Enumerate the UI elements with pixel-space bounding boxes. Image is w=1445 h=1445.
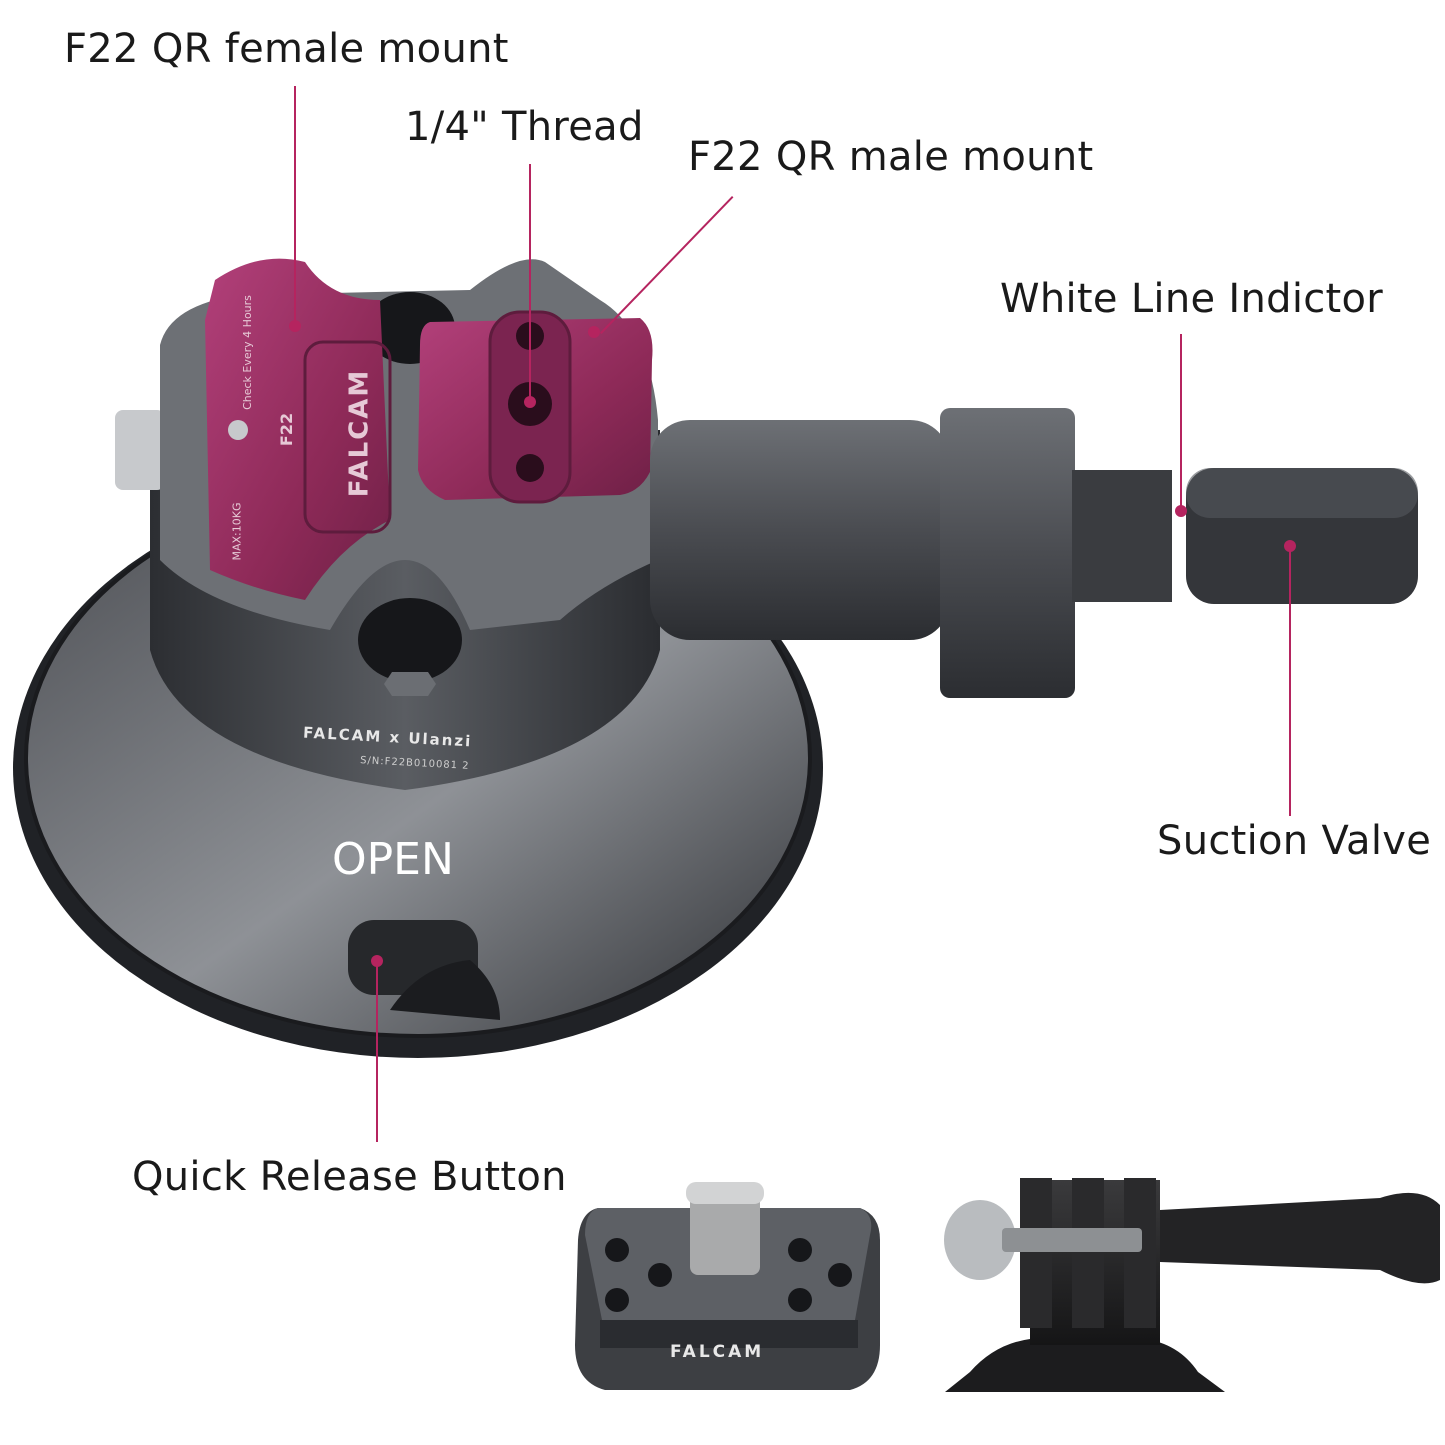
thread-label: 1/4" Thread (405, 104, 644, 150)
qr-plate-accessory (575, 1182, 880, 1390)
white-line-label: White Line Indictor (1000, 276, 1384, 322)
quick-release-label: Quick Release Button (132, 1154, 567, 1200)
hex-screw-icon (384, 672, 436, 696)
thread-dot (524, 396, 536, 408)
white-line-dot (1175, 505, 1187, 517)
lower-hole-icon (516, 454, 544, 482)
suction-valve-arm (650, 408, 1418, 698)
model-text: F22 (277, 412, 297, 447)
suction-valve-dot (1284, 540, 1296, 552)
quick-release-button (348, 920, 500, 1020)
female-mount-dot (289, 320, 301, 332)
thread-leader (529, 164, 531, 402)
side-latch (115, 410, 165, 490)
gopro-adapter-accessory (944, 1178, 1440, 1392)
female-mount-plate (205, 258, 392, 600)
female-mount-label: F22 QR female mount (64, 26, 509, 72)
male-mount-dot (588, 326, 600, 338)
max-load-text: MAX:10KG (230, 502, 244, 561)
screw-icon (690, 1190, 760, 1275)
white-line-indicator (1172, 470, 1186, 602)
suction-valve-leader (1289, 548, 1291, 816)
female-mount-leader (294, 86, 296, 326)
male-mount-plate (418, 310, 653, 504)
suction-valve-label: Suction Valve (1157, 818, 1432, 864)
accessory-brand-text: FALCAM (670, 1342, 765, 1362)
brand-plate-text: FALCAM (344, 368, 375, 498)
lock-pin-icon (228, 420, 248, 440)
check-note-text: Check Every 4 Hours (240, 295, 254, 410)
quick-release-leader (376, 964, 378, 1142)
falcam-plate-outline (303, 340, 392, 534)
quick-release-dot (371, 955, 383, 967)
male-mount-label: F22 QR male mount (688, 134, 1094, 180)
screw-knob-icon (944, 1200, 1016, 1280)
open-label: OPEN (332, 834, 454, 885)
screw-hole (358, 598, 462, 682)
white-line-leader (1180, 334, 1182, 510)
